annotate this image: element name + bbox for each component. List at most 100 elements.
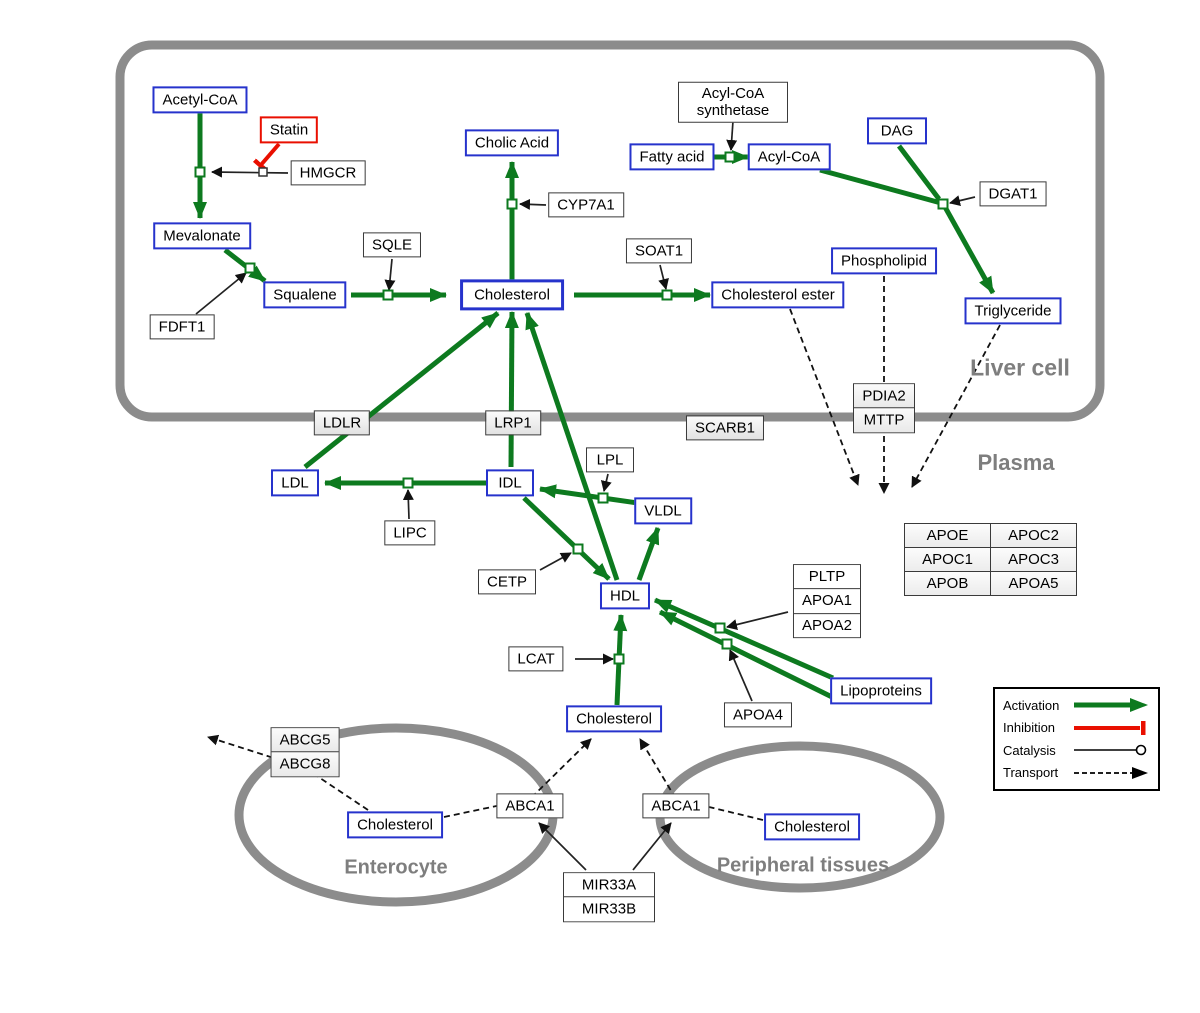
node-abcg5[interactable]: ABCG5	[271, 728, 339, 752]
node-apoc1[interactable]: APOC1	[905, 548, 991, 572]
edge-hdl-cholesterol	[524, 312, 620, 581]
legend-activation-label: Activation	[1003, 697, 1060, 713]
node-lipc[interactable]: LIPC	[384, 520, 436, 546]
node-fdft1[interactable]: FDFT1	[149, 314, 215, 340]
reaction-acylcoasynthetase	[724, 151, 736, 163]
catalysis-circle-icon	[1074, 744, 1147, 756]
node-apoc3[interactable]: APOC3	[991, 548, 1077, 572]
activation-arrow-icon	[1074, 698, 1148, 713]
node-lpl[interactable]: LPL	[586, 447, 634, 473]
edge-mir33-abca1-left	[538, 822, 587, 871]
edge-lipoproteins-hdl-upper	[653, 597, 835, 681]
node-apoa4[interactable]: APOA4	[723, 702, 793, 728]
transport-edges	[207, 276, 1001, 821]
node-lcat[interactable]: LCAT	[508, 646, 564, 672]
node-cyp7a1[interactable]: CYP7A1	[548, 192, 624, 218]
legend-row-inhibition: Inhibition	[1003, 720, 1150, 736]
node-cholesterol-plasma[interactable]: Cholesterol	[566, 705, 662, 733]
node-apoa2[interactable]: APOA2	[793, 612, 861, 637]
edge-lpl-catalysis	[600, 473, 612, 492]
reaction-dgat1	[937, 198, 949, 210]
node-fatty-acid[interactable]: Fatty acid	[629, 143, 715, 171]
legend-transport-label: Transport	[1003, 765, 1059, 781]
edge-triglyceride-plasma	[911, 324, 1001, 488]
edge-pltp-apoa-catalysis	[726, 611, 789, 630]
node-cholesterol-peripheral[interactable]: Cholesterol	[764, 813, 860, 841]
edge-statin-inhibits-hmgcr	[252, 142, 281, 173]
node-idl[interactable]: IDL	[486, 469, 534, 497]
node-squalene[interactable]: Squalene	[263, 281, 347, 309]
edge-hmgcr-catalysis	[211, 166, 289, 178]
node-ldlr[interactable]: LDLR	[313, 410, 371, 436]
reaction-cyp7a1	[506, 198, 518, 210]
catalysis-junction-square	[258, 167, 268, 177]
reaction-lcat	[613, 653, 625, 665]
node-phospholipid[interactable]: Phospholipid	[831, 247, 937, 275]
node-vldl[interactable]: VLDL	[634, 497, 692, 525]
edge-dag-dgat1-junction	[897, 144, 941, 201]
node-soat1[interactable]: SOAT1	[625, 238, 693, 264]
node-ldl[interactable]: LDL	[271, 469, 319, 497]
node-dag[interactable]: DAG	[867, 117, 927, 145]
reaction-hmgcr	[194, 166, 206, 178]
node-hmgcr[interactable]: HMGCR	[290, 160, 366, 186]
node-cetp[interactable]: CETP	[477, 569, 537, 595]
node-hdl[interactable]: HDL	[599, 582, 651, 610]
node-abcg8[interactable]: ABCG8	[271, 751, 339, 776]
stack-mir33: MIR33A MIR33B	[563, 872, 655, 922]
stack-abcg5-abcg8: ABCG5 ABCG8	[270, 727, 340, 777]
node-cholesterol-ester[interactable]: Cholesterol ester	[711, 281, 845, 309]
node-dgat1[interactable]: DGAT1	[979, 181, 1047, 207]
node-mttp[interactable]: MTTP	[854, 407, 914, 432]
stack-pltp-apoa1-apoa2: PLTP APOA1 APOA2	[792, 564, 862, 638]
reaction-lipc	[402, 477, 414, 489]
node-apoc2[interactable]: APOC2	[991, 524, 1077, 548]
node-scarb1[interactable]: SCARB1	[685, 415, 765, 441]
node-abca1-peripheral[interactable]: ABCA1	[642, 793, 710, 819]
edge-lipoproteins-hdl-lower	[658, 609, 834, 700]
node-cholesterol-enterocyte[interactable]: Cholesterol	[347, 811, 443, 839]
edge-vldl-idl	[539, 484, 639, 506]
edge-lipc-catalysis	[402, 489, 414, 520]
legend-catalysis-label: Catalysis	[1003, 742, 1056, 758]
legend-row-transport: Transport	[1003, 765, 1150, 781]
label-peripheral-tissues: Peripheral tissues	[716, 854, 890, 877]
node-acyl-coa-synthetase[interactable]: Acyl-CoA synthetase	[678, 81, 788, 123]
node-apoe[interactable]: APOE	[905, 524, 991, 548]
node-lrp1[interactable]: LRP1	[485, 410, 541, 436]
node-cholic-acid[interactable]: Cholic Acid	[464, 129, 560, 157]
reaction-lpl	[597, 492, 609, 504]
node-statin[interactable]: Statin	[259, 116, 319, 144]
node-lipoproteins[interactable]: Lipoproteins	[830, 677, 932, 705]
legend-row-activation: Activation	[1003, 697, 1150, 713]
node-mir33a[interactable]: MIR33A	[564, 873, 654, 897]
node-cholesterol-liver[interactable]: Cholesterol	[460, 279, 564, 311]
stack-pdia2-mttp: PDIA2 MTTP	[853, 383, 915, 433]
reaction-fdft1	[244, 262, 256, 274]
reaction-pltp-apoa	[714, 622, 726, 634]
edge-soat1-catalysis	[658, 264, 669, 290]
edge-fdft1-catalysis	[195, 272, 247, 315]
inhibition-tbar-icon	[1074, 720, 1146, 735]
node-acyl-coa[interactable]: Acyl-CoA	[747, 143, 831, 171]
node-mevalonate[interactable]: Mevalonate	[153, 222, 251, 250]
edge-idl-hdl	[522, 496, 611, 581]
node-pltp[interactable]: PLTP	[793, 565, 861, 589]
reaction-apoa4	[721, 638, 733, 650]
node-abca1-enterocyte[interactable]: ABCA1	[496, 793, 564, 819]
edge-idl-cholesterol	[504, 311, 519, 468]
inhibition-edges	[252, 142, 281, 173]
node-pdia2[interactable]: PDIA2	[854, 384, 914, 408]
label-liver-cell: Liver cell	[970, 354, 1070, 381]
node-acetyl-coa[interactable]: Acetyl-CoA	[152, 86, 248, 114]
node-mir33b[interactable]: MIR33B	[564, 896, 654, 921]
node-triglyceride[interactable]: Triglyceride	[964, 297, 1062, 325]
edge-cholesterolester-plasma	[789, 308, 860, 486]
node-apoa5[interactable]: APOA5	[991, 572, 1077, 596]
edge-enterocyte-abca1-plasma	[443, 738, 592, 818]
node-apob[interactable]: APOB	[905, 572, 991, 596]
node-sqle[interactable]: SQLE	[362, 232, 422, 258]
node-apoa1[interactable]: APOA1	[793, 588, 861, 613]
edge-acylcoasynthetase-catalysis	[726, 120, 738, 151]
